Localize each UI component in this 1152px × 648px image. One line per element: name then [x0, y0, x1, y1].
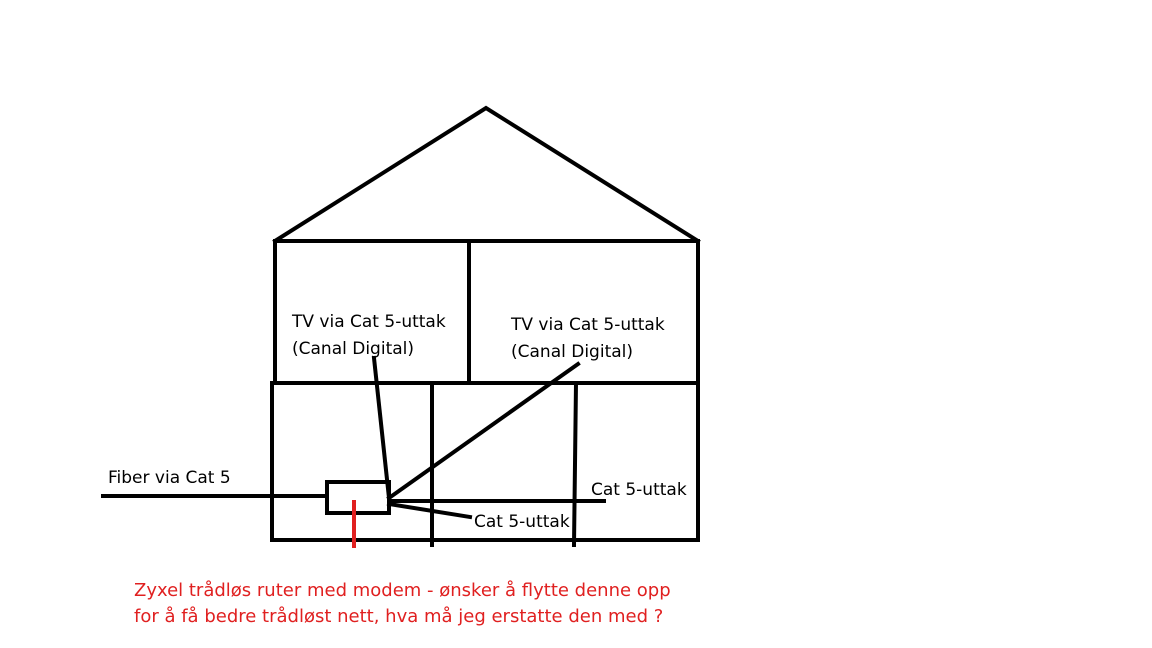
- lower-floor-outline: [270, 381, 700, 542]
- cat5-mid-label: Cat 5-uttak: [474, 512, 570, 532]
- tv-right-label-line1: TV via Cat 5-uttak: [510, 315, 665, 335]
- router-note-line1: Zyxel trådløs ruter med modem - ønsker å…: [134, 580, 671, 601]
- tv-left-label-line2: (Canal Digital): [292, 339, 414, 359]
- cable-to-right-tv: [386, 361, 581, 501]
- tv-left-label-line1: TV via Cat 5-uttak: [291, 312, 446, 332]
- cat5-right-label: Cat 5-uttak: [591, 480, 687, 500]
- lower-floor-divider-right: [571, 380, 579, 548]
- router-note-line2: for å få bedre trådløst nett, hva må jeg…: [134, 606, 663, 627]
- router-box: [325, 480, 391, 515]
- fiber-label: Fiber via Cat 5: [108, 468, 231, 488]
- cable-to-mid-outlet: [386, 501, 473, 520]
- cable-to-left-tv: [371, 355, 392, 501]
- roof: [272, 105, 701, 244]
- tv-right-label-line2: (Canal Digital): [511, 342, 633, 362]
